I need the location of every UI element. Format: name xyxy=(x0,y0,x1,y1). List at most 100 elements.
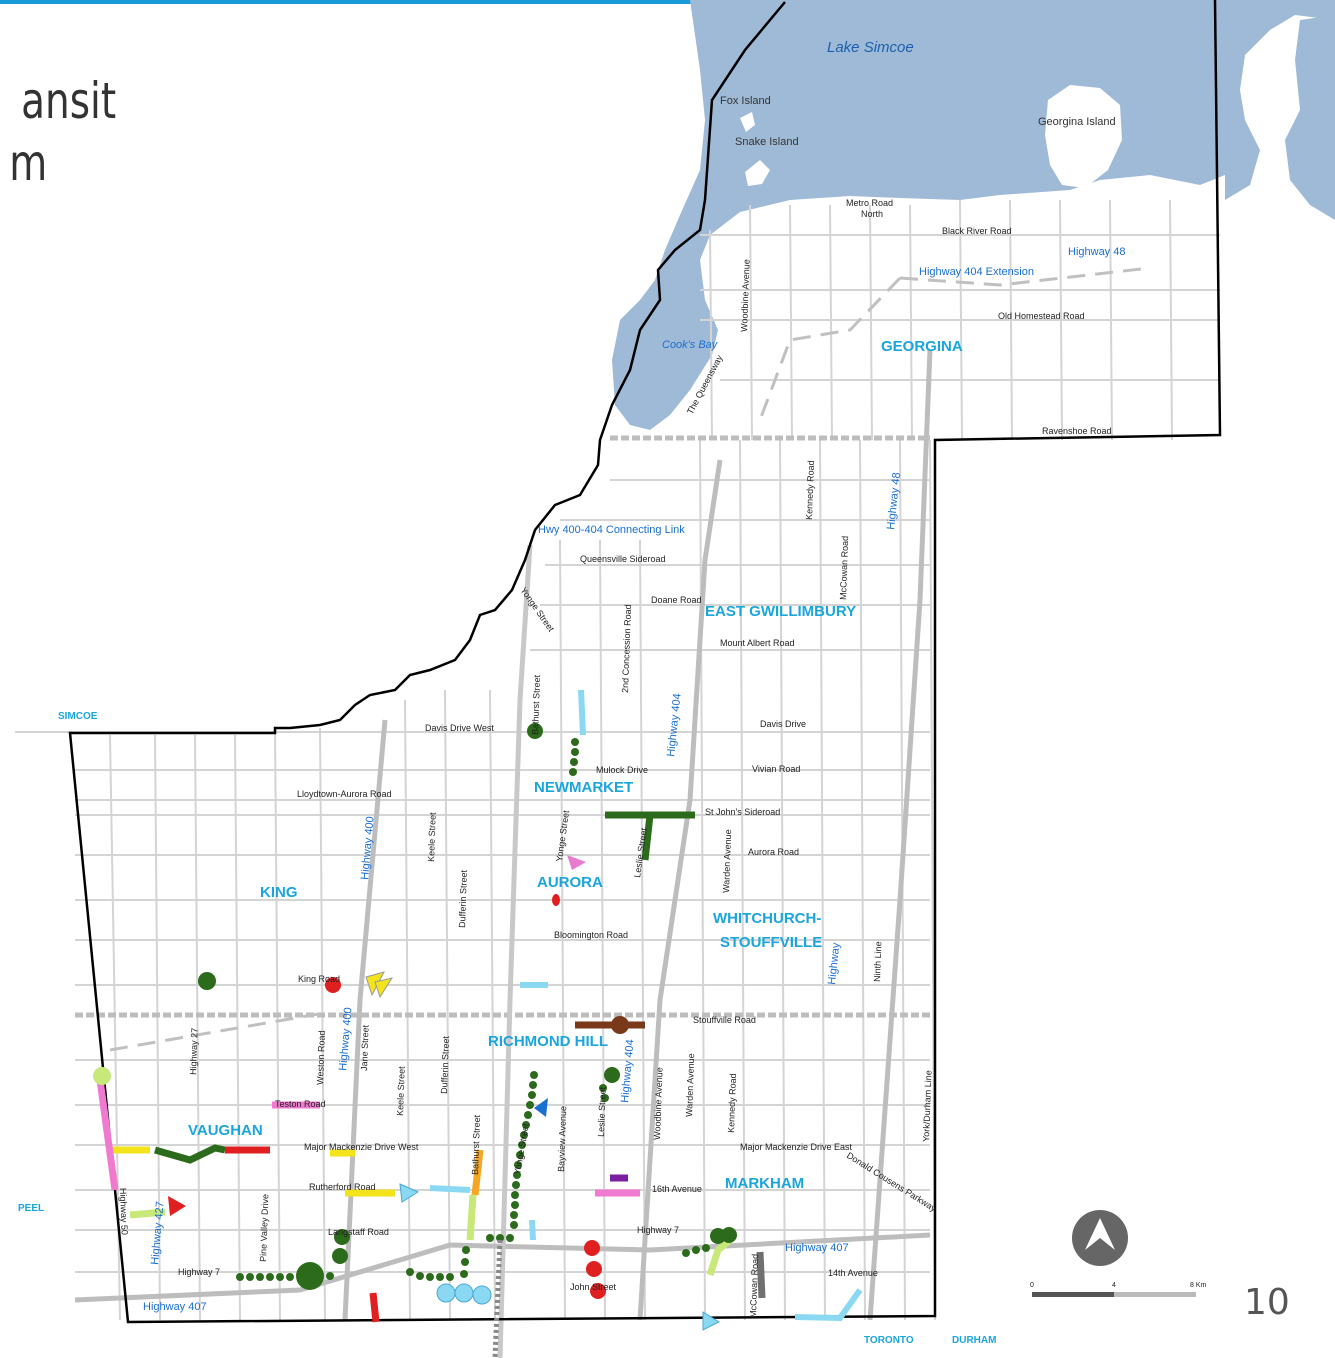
label-langstaff-road: Langstaff Road xyxy=(328,1227,389,1237)
label-mulock-drive: Mulock Drive xyxy=(596,765,648,775)
transit-projects xyxy=(93,689,863,1358)
slide-top-accent-bar xyxy=(0,0,1335,4)
label-old-homestead-road: Old Homestead Road xyxy=(998,311,1085,321)
label-leslie-south: Leslie Street xyxy=(596,1086,608,1137)
label-highway-50: Highway 50 xyxy=(118,1188,130,1235)
label-highway-27: Highway 27 xyxy=(188,1028,200,1075)
label-metro-road-1: Metro Road xyxy=(846,198,893,208)
label-pine-valley-drive: Pine Valley Drive xyxy=(258,1194,270,1262)
label-jane-street: Jane Street xyxy=(359,1024,371,1071)
highways xyxy=(74,349,933,1358)
label-doane-road: Doane Road xyxy=(651,595,702,605)
label-st-johns-sideroad: St John's Sideroad xyxy=(705,807,780,817)
label-highway-7-east: Highway 7 xyxy=(637,1225,679,1235)
label-bayview-avenue: Bayview Avenue xyxy=(556,1106,568,1172)
scale-label-8km: 8 Km xyxy=(1190,1282,1207,1289)
label-king: KING xyxy=(260,884,298,901)
fox-island-label: Fox Island xyxy=(720,95,771,107)
future-highway-dashes xyxy=(109,266,1151,1052)
label-highway-7-west: Highway 7 xyxy=(178,1267,220,1277)
label-stouffville-road: Stouffville Road xyxy=(693,1015,756,1025)
label-connecting-link: Hwy 400-404 Connecting Link xyxy=(538,524,685,536)
label-highway-400-south: Highway 400 xyxy=(337,1007,354,1071)
label-donald-cousens-pkwy: Donald Cousens Parkway xyxy=(845,1150,939,1214)
label-markham: MARKHAM xyxy=(725,1175,804,1192)
snake-island-label: Snake Island xyxy=(735,136,799,148)
label-dufferin-north: Dufferin Street xyxy=(457,869,469,928)
label-davis-drive-west: Davis Drive West xyxy=(425,723,494,733)
label-mccowan-north: McCowan Road xyxy=(838,536,850,600)
label-davis-drive: Davis Drive xyxy=(760,719,806,729)
label-rutherford-road: Rutherford Road xyxy=(309,1182,376,1192)
road-network xyxy=(15,199,1220,1321)
label-hwy-404-extension: Highway 404 Extension xyxy=(919,266,1034,278)
label-woodbine-north: Woodbine Avenue xyxy=(739,259,752,332)
label-newmarket: NEWMARKET xyxy=(534,779,633,796)
label-whitchurch-1: WHITCHURCH- xyxy=(713,910,821,927)
label-east-gwillimbury: EAST GWILLIMBURY xyxy=(705,603,856,620)
lake-simcoe xyxy=(612,0,1335,430)
slide-title-line-2: m xyxy=(9,134,48,192)
label-aurora-road: Aurora Road xyxy=(748,847,799,857)
label-yonge-south: Yonge Street xyxy=(512,1122,531,1175)
label-durham: DURHAM xyxy=(952,1335,996,1346)
label-bathurst-north: Bathurst Street xyxy=(530,674,542,735)
label-vaughan: VAUGHAN xyxy=(188,1122,263,1139)
label-simcoe: SIMCOE xyxy=(58,711,98,722)
scale-label-4: 4 xyxy=(1112,1282,1116,1289)
label-mccowan-south: McCowan Road xyxy=(748,1254,760,1318)
slide-title: ansit m xyxy=(0,70,130,270)
label-warden-south: Warden Avenue xyxy=(684,1053,696,1117)
label-warden-north: Warden Avenue xyxy=(721,829,733,893)
lake-simcoe-label: Lake Simcoe xyxy=(827,39,914,56)
label-woodbine-south: Woodbine Avenue xyxy=(652,1067,665,1140)
label-richmond-hill: RICHMOND HILL xyxy=(488,1033,608,1050)
label-vivian-road: Vivian Road xyxy=(752,764,800,774)
scale-bar: 0 4 8 Km xyxy=(1030,1282,1207,1297)
label-bathurst-south: Bathurst Street xyxy=(470,1114,482,1175)
label-highway-48-north: Highway 48 xyxy=(1068,246,1125,258)
label-bloomington-road: Bloomington Road xyxy=(554,930,628,940)
page-number: 10 xyxy=(1244,1282,1290,1323)
label-ravenshoe-road: Ravenshoe Road xyxy=(1042,426,1112,436)
label-highway-404-south: Highway 404 xyxy=(619,1039,636,1103)
label-whitchurch-2: STOUFFVILLE xyxy=(720,934,822,951)
label-highway-404-north: Highway 404 xyxy=(665,693,684,757)
label-highway-407-west: Highway 407 xyxy=(143,1301,207,1313)
label-york-durham-line: York/Durham Line xyxy=(921,1070,933,1142)
label-highway-400-north: Highway 400 xyxy=(359,816,376,880)
label-mount-albert-road: Mount Albert Road xyxy=(720,638,795,648)
label-keele-north: Keele Street xyxy=(426,812,438,862)
label-16th-avenue: 16th Avenue xyxy=(652,1184,702,1194)
label-highway-48: Highway 48 xyxy=(885,472,903,530)
label-major-mackenzie-east: Major Mackenzie Drive East xyxy=(740,1142,853,1152)
label-queensville-sideroad: Queensville Sideroad xyxy=(580,554,666,564)
label-kennedy-north: Kennedy Road xyxy=(804,460,816,520)
label-john-street: John Street xyxy=(570,1282,617,1292)
label-highway-427: Highway 427 xyxy=(149,1201,166,1265)
label-ninth-line: Ninth Line xyxy=(872,941,883,982)
georgina-island-label: Georgina Island xyxy=(1038,116,1116,128)
label-kennedy-south: Kennedy Road xyxy=(726,1073,738,1133)
label-black-river-road: Black River Road xyxy=(942,226,1012,236)
label-king-road: King Road xyxy=(298,974,340,984)
label-toronto: TORONTO xyxy=(864,1335,914,1346)
label-14th-avenue: 14th Avenue xyxy=(828,1268,878,1278)
label-georgina: GEORGINA xyxy=(881,338,963,355)
north-arrow-icon xyxy=(1072,1210,1128,1266)
label-highway-407-east: Highway 407 xyxy=(785,1242,849,1254)
label-lloydtown-aurora-road: Lloydtown-Aurora Road xyxy=(297,789,392,799)
label-dufferin-south: Dufferin Street xyxy=(439,1035,451,1094)
label-major-mackenzie-west: Major Mackenzie Drive West xyxy=(304,1142,419,1152)
label-aurora: AURORA xyxy=(537,874,603,891)
scale-label-0: 0 xyxy=(1030,1282,1034,1289)
york-region-boundary xyxy=(68,0,1222,1324)
cooks-bay-label: Cook's Bay xyxy=(662,339,719,351)
label-peel: PEEL xyxy=(18,1203,44,1214)
label-weston-road: Weston Road xyxy=(315,1030,327,1085)
label-keele-south: Keele Street xyxy=(395,1066,407,1116)
label-2nd-concession: 2nd Concession Road xyxy=(620,604,633,693)
label-teston-road: Teston Road xyxy=(275,1099,326,1109)
label-highway-stouffville: Highway xyxy=(826,942,842,986)
